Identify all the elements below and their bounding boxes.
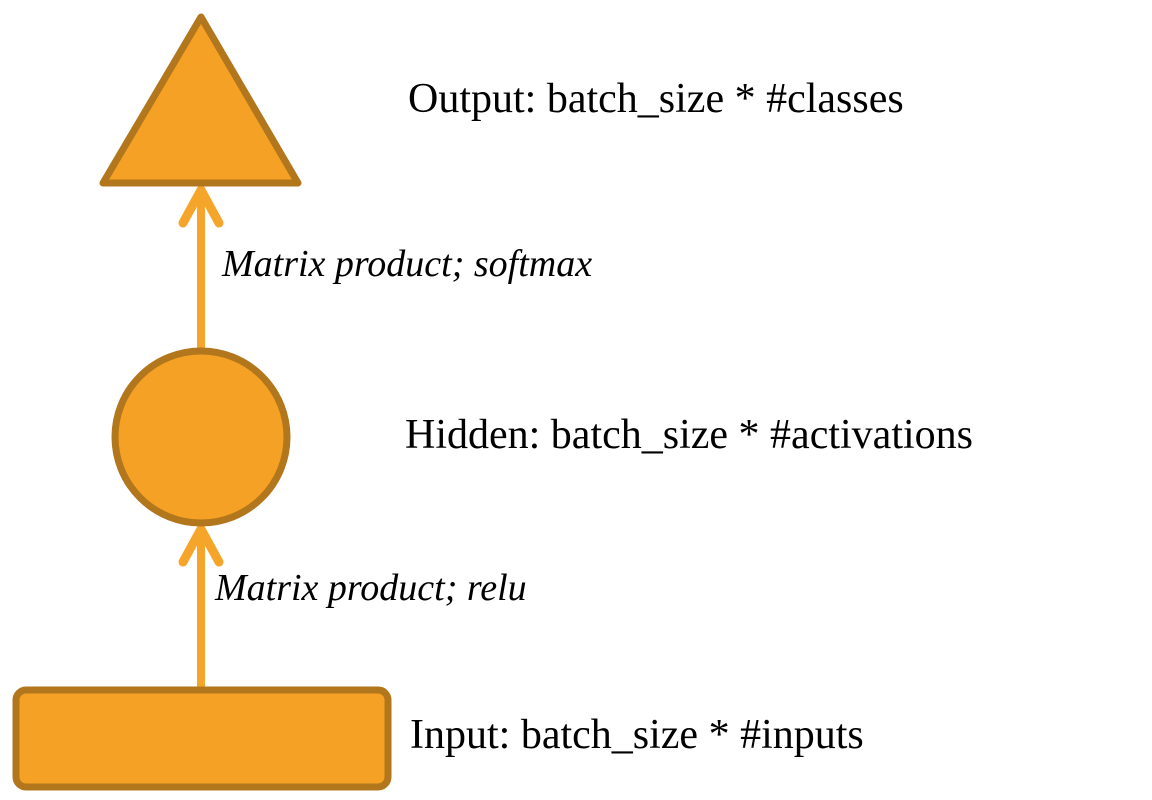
output-layer-label: Output: batch_size * #classes <box>408 76 904 122</box>
input-layer-label: Input: batch_size * #inputs <box>410 712 864 758</box>
softmax-edge-label: Matrix product; softmax <box>222 243 593 285</box>
hidden-layer-label: Hidden: batch_size * #activations <box>405 412 974 458</box>
relu-edge-label: Matrix product; relu <box>215 567 527 609</box>
hidden-circle-shape <box>111 347 291 527</box>
softmax-arrow <box>178 185 224 348</box>
input-rectangle-shape <box>12 686 392 791</box>
output-triangle-shape <box>99 13 302 187</box>
relu-arrow <box>178 524 224 690</box>
